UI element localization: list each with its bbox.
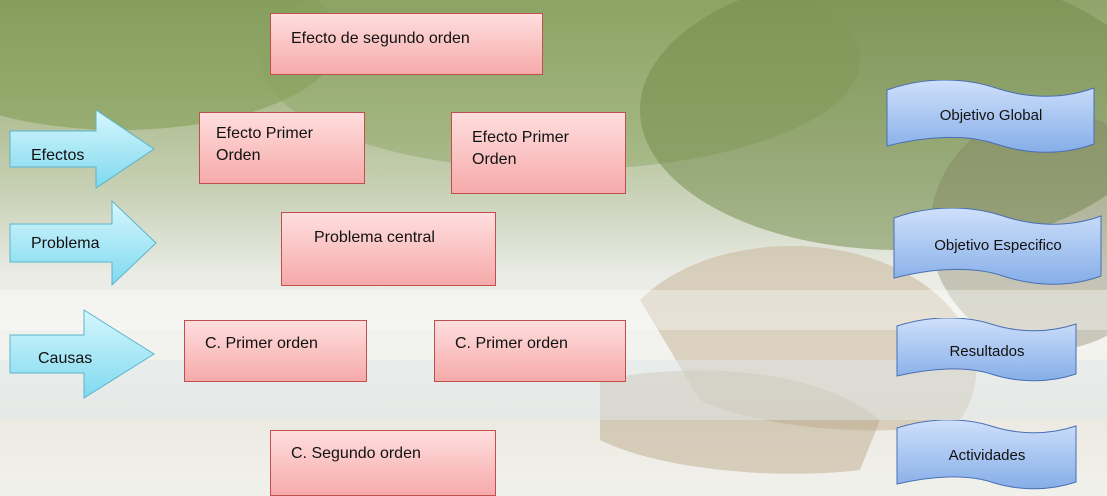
activities-label: Actividades bbox=[948, 447, 1026, 464]
first-order-effect-box-2: Efecto Primer Orden bbox=[451, 112, 626, 194]
specific-objective-tape bbox=[893, 208, 1102, 285]
first-order-cause-box-2: C. Primer orden bbox=[434, 320, 626, 382]
global-objective-tape bbox=[886, 80, 1095, 153]
causes-arrow-label: Causas bbox=[38, 350, 93, 367]
activities-tape bbox=[896, 420, 1077, 490]
second-order-cause-box: C. Segundo orden bbox=[270, 430, 496, 496]
global-objective-label: Objetivo Global bbox=[939, 107, 1043, 124]
effects-arrow bbox=[9, 109, 155, 189]
second-order-effect-box: Efecto de segundo orden bbox=[270, 13, 543, 75]
problem-arrow-label: Problema bbox=[31, 235, 100, 252]
effects-arrow-label: Efectos bbox=[31, 147, 85, 164]
results-tape bbox=[896, 318, 1077, 382]
central-problem-box: Problema central bbox=[281, 212, 496, 286]
problem-arrow bbox=[9, 199, 157, 287]
first-order-effect-box-1: Efecto Primer Orden bbox=[199, 112, 365, 184]
first-order-cause-box-1: C. Primer orden bbox=[184, 320, 367, 382]
specific-objective-label: Objetivo Especifico bbox=[934, 237, 1062, 254]
results-label: Resultados bbox=[949, 343, 1025, 360]
causes-arrow bbox=[9, 309, 155, 399]
